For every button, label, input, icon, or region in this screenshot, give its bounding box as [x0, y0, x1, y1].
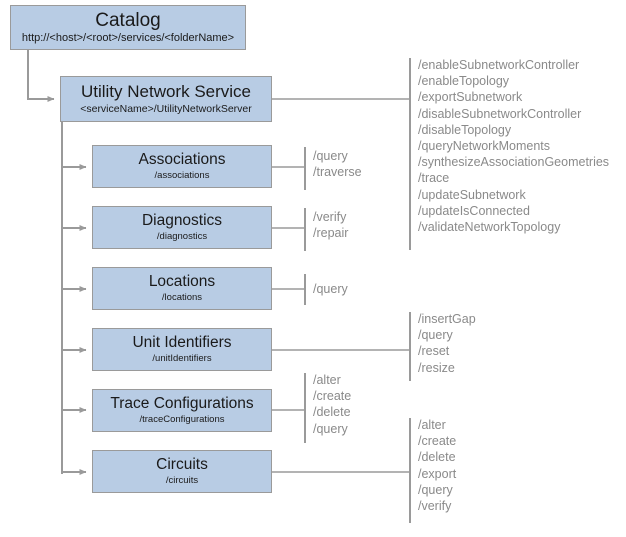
node-unit-identifiers[interactable]: Unit Identifiers /unitIdentifiers [92, 328, 272, 371]
operations-circuits: /alter/create/delete/export/query/verify [418, 417, 456, 514]
operation-item: /reset [418, 344, 450, 359]
operation-item: /query [418, 328, 453, 343]
node-associations-title: Associations [138, 150, 226, 168]
operation-item: /updateIsConnected [418, 203, 530, 218]
operation-item: /queryNetworkMoments [418, 139, 550, 154]
node-diagnostics-title: Diagnostics [141, 211, 223, 229]
operation-item: /create [418, 434, 457, 449]
operation-item: /export [418, 466, 457, 481]
operation-item: /enableTopology [418, 74, 510, 89]
operations-trace-configurations: /alter/create/delete/query [313, 372, 351, 437]
operation-item: /verify [418, 499, 452, 514]
operation-item: /traverse [313, 165, 362, 180]
operation-item: /updateSubnetwork [418, 187, 526, 202]
operation-item: /query [418, 482, 453, 497]
operations-diagnostics: /verify/repair [313, 209, 348, 241]
node-circuits-title: Circuits [156, 455, 208, 473]
operation-item: /repair [313, 226, 349, 241]
node-locations-title: Locations [148, 272, 216, 290]
operation-item: /alter [313, 373, 341, 387]
operation-item: /query [313, 282, 348, 296]
operation-item: /exportSubnetwork [418, 90, 523, 105]
node-unit-identifiers-title: Unit Identifiers [132, 333, 232, 351]
connector-catalog-to-service [27, 50, 55, 102]
node-utility-network-service-path: <serviceName>/UtilityNetworkServer [80, 102, 252, 115]
node-trace-configurations-path: /traceConfigurations [139, 414, 225, 426]
node-catalog-title: Catalog [95, 9, 161, 31]
node-utility-network-service[interactable]: Utility Network Service <serviceName>/Ut… [60, 76, 272, 122]
node-locations-path: /locations [161, 292, 203, 304]
operations-utility-network-service: /enableSubnetworkController/enableTopolo… [418, 57, 609, 235]
node-circuits[interactable]: Circuits /circuits [92, 450, 272, 493]
operation-item: /create [313, 389, 352, 404]
node-diagnostics-path: /diagnostics [156, 231, 208, 243]
node-diagnostics[interactable]: Diagnostics /diagnostics [92, 206, 272, 249]
operation-item: /insertGap [418, 312, 476, 326]
node-circuits-path: /circuits [165, 475, 199, 487]
operations-unit-identifiers: /insertGap/query/reset/resize [418, 311, 476, 376]
node-unit-identifiers-path: /unitIdentifiers [152, 353, 212, 365]
operation-item: /synthesizeAssociationGeometries [418, 155, 610, 170]
node-utility-network-service-title: Utility Network Service [80, 82, 252, 102]
operation-item: /validateNetworkTopology [418, 220, 561, 235]
operation-item: /enableSubnetworkController [418, 58, 580, 72]
operation-item: /delete [418, 450, 456, 465]
operation-item: /verify [313, 210, 347, 224]
operation-item: /disableSubnetworkController [418, 106, 582, 121]
node-catalog-path: http://<host>/<root>/services/<folderNam… [21, 31, 235, 44]
operation-item: /trace [418, 171, 450, 186]
operation-item: /disableTopology [418, 122, 512, 137]
node-associations-path: /associations [154, 170, 210, 182]
node-trace-configurations[interactable]: Trace Configurations /traceConfiguration… [92, 389, 272, 432]
operation-item: /alter [418, 418, 446, 432]
operations-associations: /query/traverse [313, 148, 362, 180]
operation-item: /delete [313, 405, 351, 420]
operation-item: /query [313, 149, 348, 163]
node-trace-configurations-title: Trace Configurations [110, 394, 254, 412]
node-catalog[interactable]: Catalog http://<host>/<root>/services/<f… [10, 5, 246, 50]
node-associations[interactable]: Associations /associations [92, 145, 272, 188]
operation-item: /resize [418, 360, 455, 375]
operations-locations: /query [313, 281, 348, 297]
node-locations[interactable]: Locations /locations [92, 267, 272, 310]
operation-item: /query [313, 421, 348, 436]
